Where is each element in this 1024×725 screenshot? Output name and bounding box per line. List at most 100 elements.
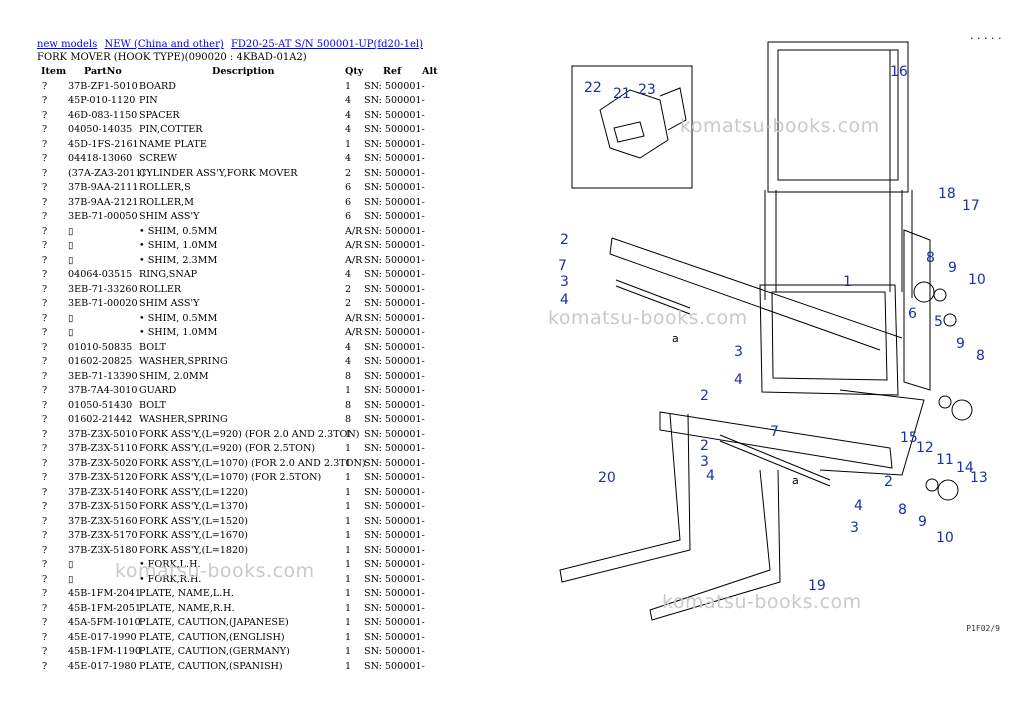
cell-partno: ▯ [68, 225, 74, 237]
cell-item: ? [42, 370, 48, 382]
cell-partno: 45B-1FM-2041 [68, 588, 141, 599]
cell-ref: SN: 500001- [364, 631, 425, 643]
cell-partno: 04064-03515 [68, 269, 133, 280]
cell-qty: A/R [345, 312, 363, 324]
cell-qty: 1 [345, 443, 352, 454]
cell-description: ROLLER,S [139, 182, 191, 193]
cell-qty: 1 [345, 138, 352, 150]
cell-item: ? [42, 617, 48, 628]
cell-ref: SN: 500001- [364, 109, 425, 121]
breadcrumb-link-new-china[interactable]: NEW (China and other) [104, 39, 224, 50]
cell-qty: 4 [345, 269, 352, 280]
cell-ref: SN: 500001- [364, 515, 425, 527]
cell-qty: 4 [345, 95, 352, 106]
cell-ref: SN: 500001- [364, 240, 425, 251]
cell-description: CYLINDER ASS'Y,FORK MOVER [139, 167, 298, 179]
cell-item: ? [42, 631, 48, 643]
cell-item: ? [42, 109, 48, 121]
cell-qty: 1 [345, 631, 352, 643]
cell-description: SHIM ASS'Y [139, 211, 200, 222]
watermark: komatsu-books.com [680, 115, 880, 137]
cell-partno: 37B-Z3X-5170 [68, 530, 138, 541]
cell-item: ? [42, 399, 48, 411]
cell-item: ? [42, 269, 48, 280]
cell-qty: 4 [345, 124, 352, 135]
cell-item: ? [42, 486, 48, 498]
header-partno: PartNo [84, 66, 122, 77]
cell-item: ? [42, 646, 48, 657]
part-callout: 2 [560, 232, 569, 248]
cell-partno: 46D-083-1150 [68, 109, 138, 121]
cell-description: PLATE, CAUTION,(JAPANESE) [139, 617, 289, 628]
cell-item: ? [42, 167, 48, 179]
cell-qty: 6 [345, 211, 352, 222]
cell-ref: SN: 500001- [364, 225, 425, 237]
cell-item: ? [42, 153, 48, 164]
cell-partno: ▯ [68, 559, 74, 570]
cell-partno: 37B-Z3X-5120 [68, 472, 138, 483]
part-callout: 8 [898, 502, 907, 518]
cell-qty: 1 [345, 472, 352, 483]
watermark: komatsu-books.com [548, 307, 748, 329]
cell-partno: 37B-Z3X-5180 [68, 544, 138, 556]
part-callout: 3 [850, 520, 859, 536]
cell-description: PLATE, NAME,R.H. [139, 602, 235, 614]
cell-description: ROLLER [139, 283, 182, 295]
part-callout: 23 [638, 82, 656, 98]
cell-partno: 3EB-71-00020 [68, 298, 138, 309]
cell-description: FORK ASS'Y,(L=1070) (FOR 2.0 AND 2.3TON) [139, 457, 366, 469]
part-callout: 13 [970, 470, 988, 486]
cell-ref: SN: 500001- [364, 167, 425, 179]
cell-partno: 04050-14035 [68, 124, 133, 135]
part-callout: 8 [976, 348, 985, 364]
cell-item: ? [42, 124, 48, 135]
cell-ref: SN: 500001- [364, 573, 425, 585]
cell-partno: 37B-Z3X-5010 [68, 428, 138, 440]
cell-ref: SN: 500001- [364, 385, 425, 396]
cell-item: ? [42, 660, 48, 672]
breadcrumb-link-new-models[interactable]: new models [37, 39, 98, 50]
cell-ref: SN: 500001- [364, 443, 425, 454]
part-callout: 20 [598, 470, 616, 486]
cell-ref: SN: 500001- [364, 312, 425, 324]
cell-ref: SN: 500001- [364, 211, 425, 222]
cell-ref: SN: 500001- [364, 138, 425, 150]
cell-item: ? [42, 588, 48, 599]
breadcrumb-link-model[interactable]: FD20-25-AT S/N 500001-UP(fd20-1el) [230, 39, 423, 50]
cell-partno: ▯ [68, 312, 74, 324]
cell-partno: 04418-13060 [68, 153, 133, 164]
cell-qty: 2 [345, 298, 352, 309]
cell-qty: 1 [345, 80, 352, 92]
watermark: komatsu-books.com [115, 560, 315, 582]
cell-partno: 45E-017-1980 [68, 660, 137, 672]
cell-item: ? [42, 428, 48, 440]
cell-description: • SHIM, 0.5MM [139, 312, 218, 324]
cell-partno: 01050-51430 [68, 399, 133, 411]
cell-qty: 1 [345, 515, 352, 527]
cell-qty: A/R [345, 240, 363, 251]
cell-item: ? [42, 80, 48, 92]
cell-ref: SN: 500001- [364, 341, 425, 353]
cell-qty: 4 [345, 109, 352, 121]
cell-description: PIN,COTTER [139, 124, 203, 135]
part-callout: 3 [734, 344, 743, 360]
cell-qty: 1 [345, 501, 352, 512]
cell-item: ? [42, 211, 48, 222]
cell-description: FORK ASS'Y,(L=1520) [139, 515, 248, 527]
cell-description: PLATE, NAME,L.H. [139, 588, 234, 599]
cell-qty: 4 [345, 153, 352, 164]
cell-ref: SN: 500001- [364, 559, 425, 570]
cell-ref: SN: 500001- [364, 153, 425, 164]
part-callout: 2 [700, 438, 709, 454]
part-callout: 2 [700, 388, 709, 404]
cell-item: ? [42, 327, 48, 338]
cell-qty: 6 [345, 182, 352, 193]
cell-description: FORK ASS'Y,(L=1070) (FOR 2.5TON) [139, 472, 322, 483]
cell-item: ? [42, 457, 48, 469]
cell-partno: ▯ [68, 240, 74, 251]
cell-qty: 1 [345, 559, 352, 570]
cell-ref: SN: 500001- [364, 370, 425, 382]
cell-description: FORK ASS'Y,(L=1670) [139, 530, 248, 541]
cell-item: ? [42, 602, 48, 614]
cell-partno: 37B-9AA-2121 [68, 196, 139, 208]
